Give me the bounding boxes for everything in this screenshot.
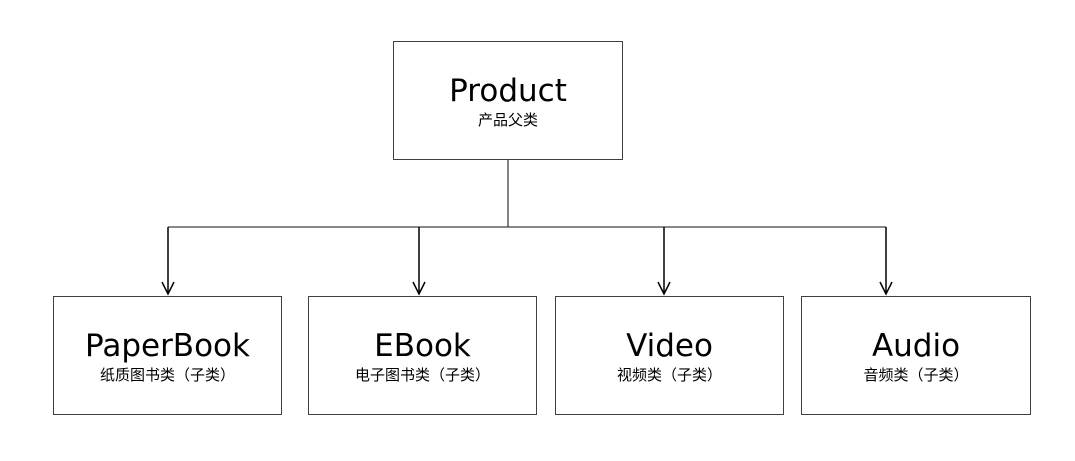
product-node-subtitle: 产品父类	[477, 111, 538, 129]
video-node-subtitle: 视频类（子类）	[616, 366, 722, 384]
arrow-to-audio	[879, 227, 893, 296]
arrow-to-video	[657, 227, 671, 296]
audio-node: Audio 音频类（子类）	[801, 296, 1031, 415]
arrow-to-ebook	[412, 227, 426, 296]
audio-node-subtitle: 音频类（子类）	[863, 366, 969, 384]
paperbook-node-title: PaperBook	[85, 328, 250, 364]
ebook-node-title: EBook	[374, 328, 471, 364]
product-node-title: Product	[449, 73, 567, 109]
video-node: Video 视频类（子类）	[555, 296, 784, 415]
audio-node-title: Audio	[871, 328, 961, 364]
paperbook-node: PaperBook 纸质图书类（子类）	[53, 296, 282, 415]
product-node: Product 产品父类	[393, 41, 623, 160]
paperbook-node-subtitle: 纸质图书类（子类）	[99, 366, 235, 384]
ebook-node-subtitle: 电子图书类（子类）	[354, 366, 490, 384]
video-node-title: Video	[626, 328, 713, 364]
ebook-node: EBook 电子图书类（子类）	[308, 296, 537, 415]
arrow-to-paperbook	[161, 227, 175, 296]
